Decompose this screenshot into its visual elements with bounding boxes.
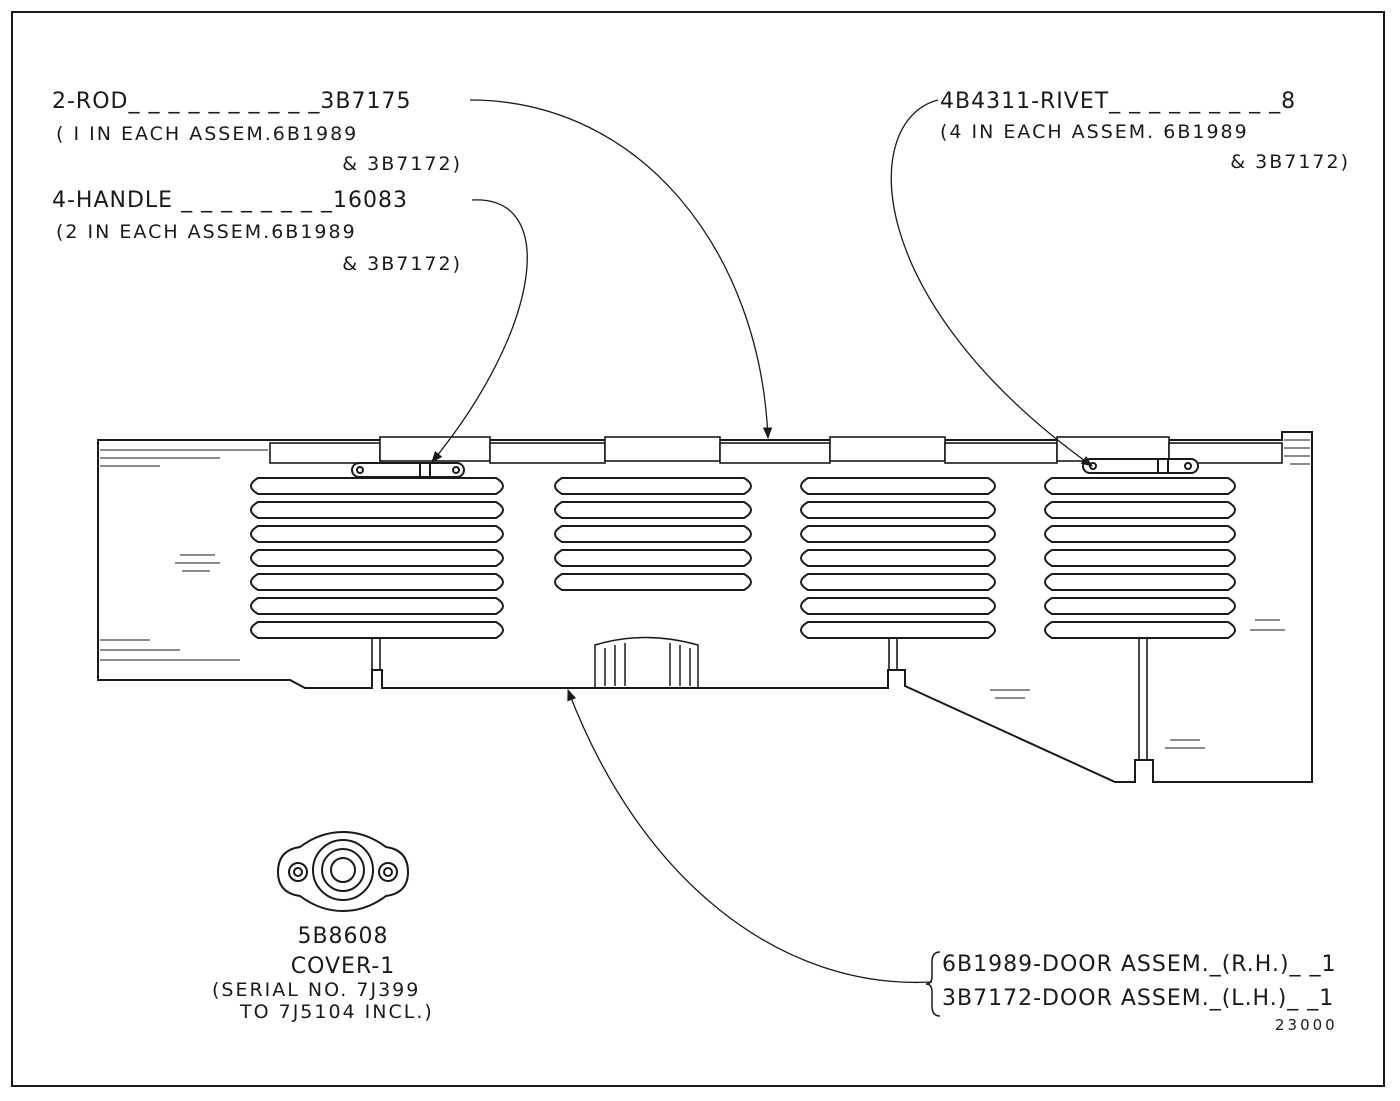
handle-callout-title: 4-HANDLE _ _ _ _ _ _ _ _16083 [52,188,409,213]
rivet-leader [890,99,1093,467]
louver-group-2 [554,477,752,591]
rod-callout-detail: ( I IN EACH ASSEM.6B1989 [56,123,359,145]
handle-right [1082,458,1199,474]
rod-callout-title: 2-ROD_ _ _ _ _ _ _ _ _ _3B7175 [52,89,412,114]
cover-part-name: COVER-1 [290,954,396,979]
louver-group-3 [800,477,996,639]
door-panel-outline [97,431,1313,783]
panel-shading [100,439,1310,749]
door-brace [925,951,941,1017]
handle-callout-detail: (2 IN EACH ASSEM.6B1989 [56,221,357,243]
door-leader [567,688,933,984]
door-assem-lh: 3B7172-DOOR ASSEM._(L.H.)_ _1 [942,986,1335,1011]
handle-callout-detail-2: & 3B7172) [342,253,462,275]
rivet-callout-detail-2: & 3B7172) [1230,151,1350,173]
louver-group-4 [1044,477,1236,639]
cover-serial-line1: (SERIAL NO. 7J399 [212,979,421,1001]
rivet-callout-detail: (4 IN EACH ASSEM. 6B1989 [940,121,1249,143]
figure-number: 23000 [1275,1016,1338,1034]
rivet-callout-title: 4B4311-RIVET_ _ _ _ _ _ _ _ _8 [940,89,1297,114]
center-boss [594,636,699,688]
handle-leader [431,199,528,463]
drawing-frame [11,11,1385,1087]
rods [371,638,1148,760]
rod-callout-detail-2: & 3B7172) [342,153,462,175]
cover-serial-line2: TO 7J5104 INCL.) [240,1001,434,1023]
door-assem-rh: 6B1989-DOOR ASSEM._(R.H.)_ _1 [942,952,1337,977]
louver-group-1 [250,477,504,639]
rod-leader [469,99,773,440]
handle-left [351,462,465,478]
hinge-strip [269,436,1283,464]
cover-part [276,830,410,913]
cover-part-number: 5B8608 [297,924,389,949]
